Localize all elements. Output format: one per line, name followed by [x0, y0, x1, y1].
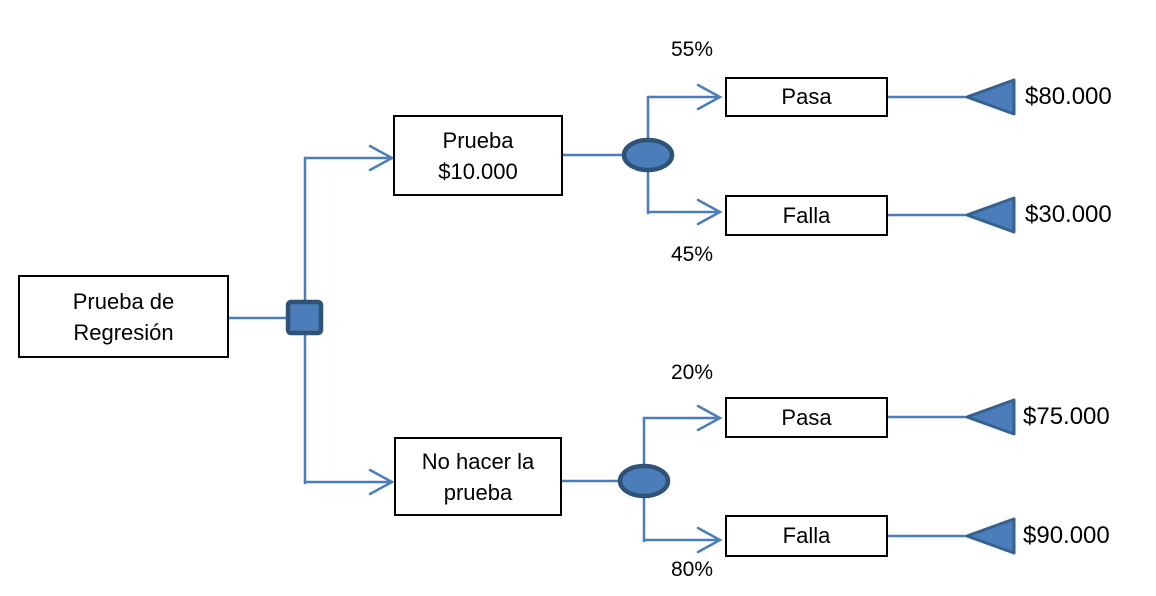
branch1-falla-box: Falla [725, 195, 888, 236]
arrowhead-branch1 [368, 144, 395, 172]
root-label-line1: Prueba de [72, 288, 175, 314]
terminal-triangle-icon-1 [965, 78, 1016, 116]
branch2-falla-box: Falla [725, 515, 888, 557]
branch2-pasa-label: Pasa [781, 404, 832, 430]
branch2-pasa-payoff: $75.000 [1023, 403, 1110, 430]
branch1-node-box: Prueba $10.000 [393, 115, 563, 196]
branch2-pasa-probability: 20% [671, 361, 714, 384]
terminal-triangle-icon-4 [965, 517, 1016, 555]
branch2-falla-payoff: $90.000 [1023, 522, 1110, 549]
root-label-line2: Regresión [73, 319, 174, 345]
branch2-pasa-box: Pasa [725, 397, 888, 438]
chance-ellipse-icon-2 [617, 463, 671, 499]
branch1-pasa-label: Pasa [781, 84, 832, 109]
decision-square-icon [285, 299, 324, 336]
terminal-triangle-icon-2 [965, 196, 1016, 234]
branch1-falla-probability: 45% [671, 243, 714, 266]
branch2-label-line1: No hacer la [421, 448, 535, 474]
arrowhead-chance2-falla [696, 526, 723, 554]
arrowhead-chance2-pasa [696, 404, 723, 432]
branch2-node-box: No hacer la prueba [394, 437, 562, 516]
chance-ellipse-icon-1 [621, 137, 675, 173]
terminal-triangle-icon-3 [965, 398, 1016, 436]
branch1-label-line1: Prueba [442, 127, 514, 153]
branch1-label-line2: $10.000 [438, 158, 518, 184]
branch1-pasa-probability: 55% [671, 38, 714, 61]
branch1-pasa-box: Pasa [725, 77, 888, 117]
branch2-falla-probability: 80% [671, 558, 714, 581]
arrowhead-chance1-falla [696, 198, 723, 226]
branch1-falla-label: Falla [782, 202, 831, 228]
arrowhead-branch2 [368, 468, 395, 496]
branch1-pasa-payoff: $80.000 [1025, 83, 1112, 110]
arrowhead-chance1-pasa [696, 83, 723, 111]
branch2-falla-label: Falla [782, 523, 831, 548]
branch2-label-line2: prueba [443, 479, 513, 505]
root-node-box: Prueba de Regresión [18, 275, 229, 358]
branch1-falla-payoff: $30.000 [1025, 201, 1112, 228]
